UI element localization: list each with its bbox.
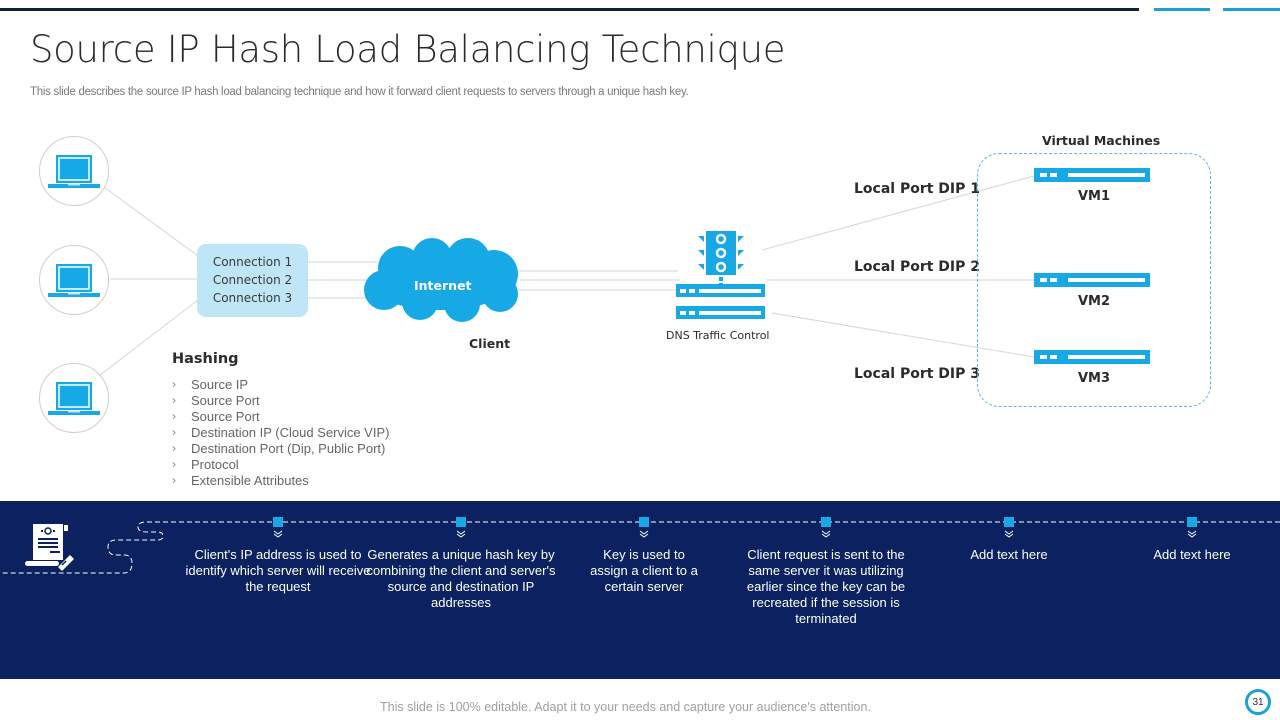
connector-line bbox=[103, 186, 199, 257]
step-marker bbox=[1004, 517, 1014, 538]
vm-label-1: VM1 bbox=[1078, 189, 1111, 204]
chevron-right-icon: › bbox=[172, 473, 176, 487]
connections-box: Connection 1 Connection 2 Connection 3 bbox=[197, 244, 308, 317]
laptop-icon bbox=[48, 382, 100, 415]
hashing-item: ›Extensible Attributes bbox=[172, 472, 309, 488]
connection-label: Connection 1 bbox=[212, 255, 293, 269]
network-diagram bbox=[99, 168, 1150, 376]
chevron-down-icon bbox=[1187, 530, 1197, 538]
chevron-right-icon: › bbox=[172, 409, 176, 423]
hashing-title: Hashing bbox=[172, 351, 239, 367]
vm-label-3: VM3 bbox=[1078, 371, 1111, 386]
connector-line bbox=[99, 299, 199, 376]
laptop-icon bbox=[48, 264, 100, 297]
chevron-down-icon bbox=[639, 530, 649, 538]
client-laptop-1 bbox=[39, 136, 109, 206]
hashing-item: ›Destination Port (Dip, Public Port) bbox=[172, 440, 386, 456]
connector-line bbox=[771, 312, 1035, 358]
step-text-5: Add text here bbox=[970, 547, 1048, 562]
document-sign-icon bbox=[25, 524, 74, 571]
internet-label: Internet bbox=[414, 278, 472, 293]
virtual-machines-group bbox=[977, 153, 1211, 407]
vm-server-icon bbox=[1034, 273, 1150, 287]
step-text-2: Generates a unique hash key by combining… bbox=[366, 547, 556, 610]
chevron-down-icon bbox=[273, 530, 283, 538]
chevron-right-icon: › bbox=[172, 425, 176, 439]
virtual-machines-title: Virtual Machines bbox=[1042, 133, 1161, 148]
chevron-right-icon: › bbox=[172, 377, 176, 391]
connection-label: Connection 3 bbox=[212, 291, 293, 305]
chevron-down-icon bbox=[1004, 530, 1014, 538]
dip-label-1: Local Port DIP 1 bbox=[854, 181, 981, 197]
client-laptop-2 bbox=[39, 245, 109, 315]
hashing-item: ›Source IP bbox=[172, 376, 249, 392]
page-number: 31 bbox=[1245, 689, 1271, 715]
chevron-right-icon: › bbox=[172, 441, 176, 455]
vm-server-icon bbox=[1034, 350, 1150, 364]
vm-server-icon bbox=[1034, 168, 1150, 182]
connection-label: Connection 2 bbox=[212, 273, 293, 287]
step-text-1: Client's IP address is used to identify … bbox=[185, 547, 371, 594]
client-label: Client bbox=[469, 336, 511, 351]
step-marker bbox=[456, 517, 466, 538]
top-accent-bar bbox=[1154, 8, 1210, 11]
process-band: Client's IP address is used to identify … bbox=[0, 501, 1280, 679]
step-marker bbox=[1187, 517, 1197, 538]
client-laptop-3 bbox=[39, 363, 109, 433]
hashing-item: ›Destination IP (Cloud Service VIP) bbox=[172, 424, 390, 440]
laptop-icon bbox=[48, 155, 100, 188]
hashing-item: ›Source Port bbox=[172, 392, 260, 408]
step-marker bbox=[639, 517, 649, 538]
footer-note: This slide is 100% editable. Adapt it to… bbox=[380, 700, 871, 714]
vm-label-2: VM2 bbox=[1078, 294, 1111, 309]
chevron-down-icon bbox=[821, 530, 831, 538]
process-timeline bbox=[0, 517, 1280, 574]
step-text-3: Key is used to assign a client to a cert… bbox=[590, 547, 698, 594]
step-marker bbox=[821, 517, 831, 538]
step-text-6: Add text here bbox=[1153, 547, 1231, 562]
internet-cloud-icon bbox=[364, 238, 518, 322]
dip-label-3: Local Port DIP 3 bbox=[854, 366, 981, 382]
dns-server-icon bbox=[676, 283, 765, 319]
chevron-down-icon bbox=[456, 530, 466, 538]
chevron-right-icon: › bbox=[172, 393, 176, 407]
hashing-list: ›Source IP ›Source Port ›Source Port ›De… bbox=[172, 376, 389, 488]
dip-label-2: Local Port DIP 2 bbox=[854, 259, 981, 275]
chevron-right-icon: › bbox=[172, 457, 176, 471]
hashing-item: ›Source Port bbox=[172, 408, 260, 424]
step-text-4: Client request is sent to the same serve… bbox=[746, 547, 906, 626]
connector-line bbox=[761, 175, 1035, 251]
timeline-dashed-path bbox=[0, 521, 1280, 574]
slide-subtitle: This slide describes the source IP hash … bbox=[30, 86, 689, 98]
top-accent-bar bbox=[1223, 8, 1280, 11]
dns-traffic-control-label: DNS Traffic Control bbox=[666, 329, 770, 342]
top-rule bbox=[0, 8, 1139, 11]
slide-title: Source IP Hash Load Balancing Technique bbox=[30, 28, 786, 71]
step-marker bbox=[273, 517, 283, 538]
traffic-light-icon bbox=[698, 231, 744, 281]
hashing-item: ›Protocol bbox=[172, 456, 239, 472]
